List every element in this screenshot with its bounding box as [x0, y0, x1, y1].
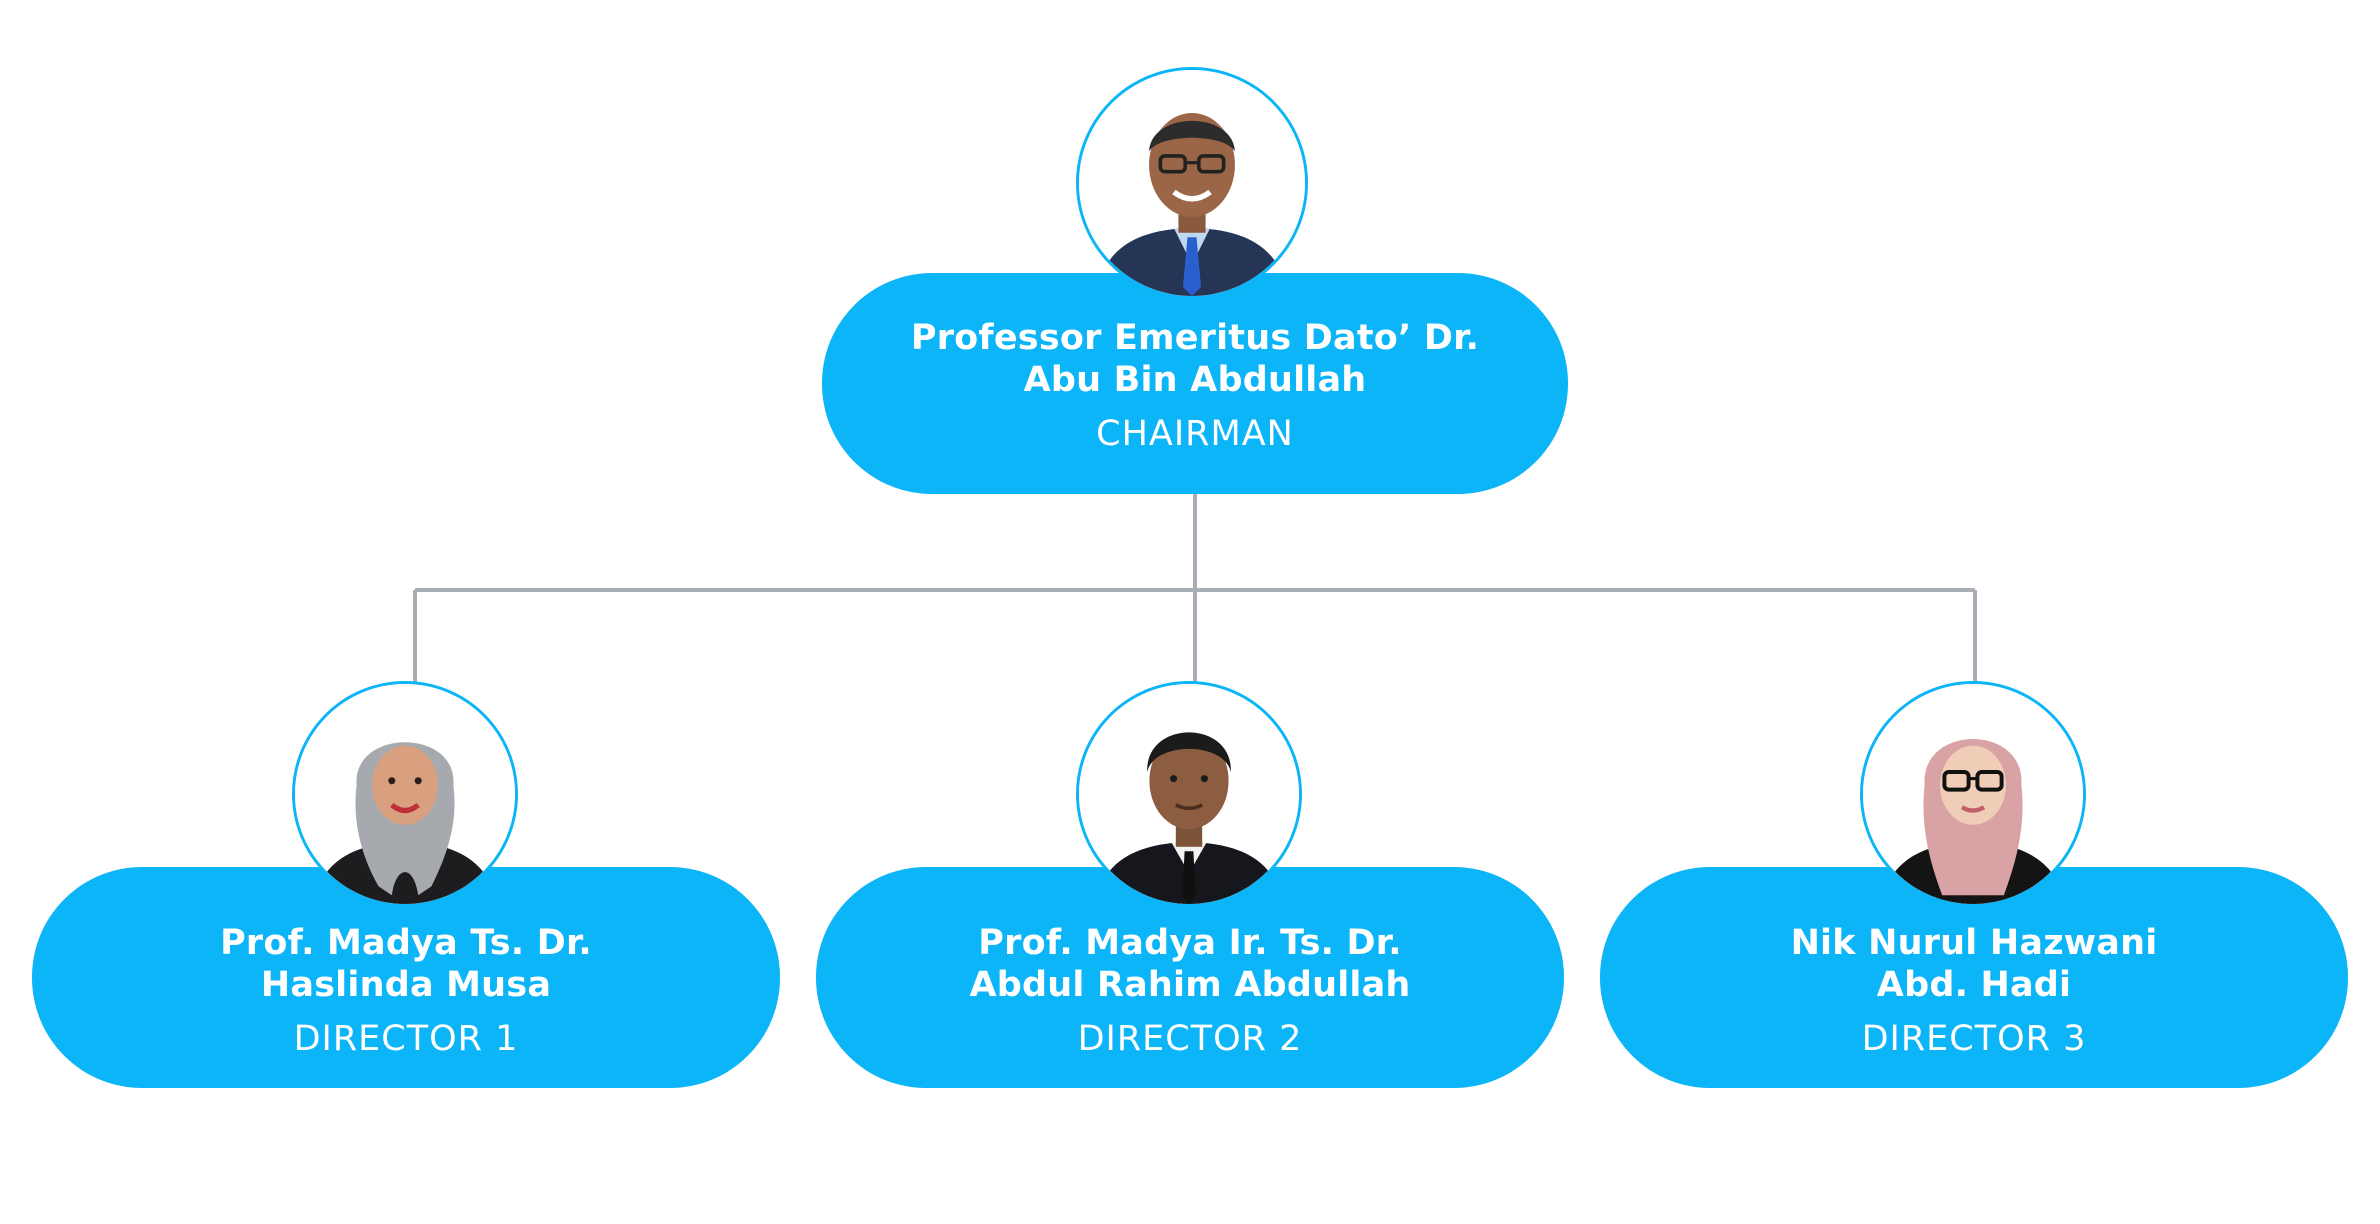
director-1-name-line1: Prof. Madya Ts. Dr. — [220, 923, 592, 963]
director-1-photo — [292, 681, 518, 907]
chairman-card: Professor Emeritus Dato’ Dr. Abu Bin Abd… — [822, 273, 1568, 494]
chairman-name-line2: Abu Bin Abdullah — [1023, 360, 1367, 400]
director-3-photo — [1860, 681, 2086, 907]
director-2-name-line2: Abdul Rahim Abdullah — [969, 965, 1411, 1005]
director-1-name-line2: Haslinda Musa — [260, 965, 552, 1005]
woman-hijab-portrait-icon — [1863, 684, 2083, 904]
man-portrait-icon — [1079, 684, 1299, 904]
director-2-name-line1: Prof. Madya Ir. Ts. Dr. — [978, 923, 1402, 963]
director-3-role: DIRECTOR 3 — [1861, 1019, 2087, 1059]
director-2-card: Prof. Madya Ir. Ts. Dr. Abdul Rahim Abdu… — [816, 867, 1564, 1088]
chairman-role: CHAIRMAN — [1096, 414, 1294, 454]
chairman-name-line1: Professor Emeritus Dato’ Dr. — [910, 318, 1480, 358]
chairman-photo — [1076, 67, 1308, 299]
director-2-photo — [1076, 681, 1302, 907]
director-3-name-line1: Nik Nurul Hazwani — [1790, 923, 2158, 963]
director-1-role: DIRECTOR 1 — [293, 1019, 519, 1059]
woman-hijab-portrait-icon — [295, 684, 515, 904]
director-3-name-line2: Abd. Hadi — [1876, 965, 2072, 1005]
man-portrait-icon — [1079, 70, 1305, 296]
director-2-role: DIRECTOR 2 — [1077, 1019, 1303, 1059]
